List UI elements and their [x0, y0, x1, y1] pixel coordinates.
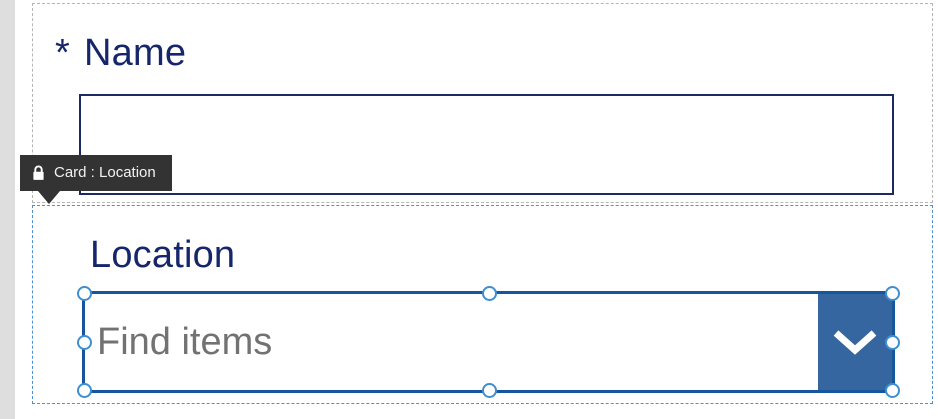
- card-location[interactable]: Location Find items: [32, 205, 933, 404]
- location-dropdown-button[interactable]: [818, 294, 892, 390]
- name-text-input[interactable]: [79, 94, 894, 195]
- tooltip-card-location: Card : Location: [20, 155, 172, 191]
- lock-icon: [32, 165, 45, 181]
- selection-handle-top-left[interactable]: [77, 286, 92, 301]
- selection-handle-bottom-left[interactable]: [77, 383, 92, 398]
- selection-handle-bottom-right[interactable]: [885, 383, 900, 398]
- chevron-down-icon: [831, 327, 879, 357]
- card-name[interactable]: * Name: [32, 3, 933, 203]
- tooltip-arrow: [38, 191, 60, 204]
- selection-handle-top-middle[interactable]: [481, 286, 497, 301]
- name-field-label: * Name: [55, 30, 186, 76]
- name-label-text: Name: [84, 32, 187, 74]
- tooltip-text: Card : Location: [54, 164, 156, 181]
- location-field-label: Location: [90, 234, 236, 276]
- selection-handle-top-right[interactable]: [885, 286, 900, 301]
- location-combobox[interactable]: Find items: [77, 286, 900, 398]
- required-asterisk: *: [55, 32, 70, 74]
- location-combobox-placeholder: Find items: [97, 321, 273, 363]
- selection-handle-middle-right[interactable]: [885, 335, 900, 350]
- form-canvas: * Name Location Find items: [15, 0, 938, 419]
- left-gutter-strip: [0, 0, 15, 419]
- selection-handle-bottom-middle[interactable]: [481, 383, 497, 398]
- selection-handle-middle-left[interactable]: [77, 335, 92, 350]
